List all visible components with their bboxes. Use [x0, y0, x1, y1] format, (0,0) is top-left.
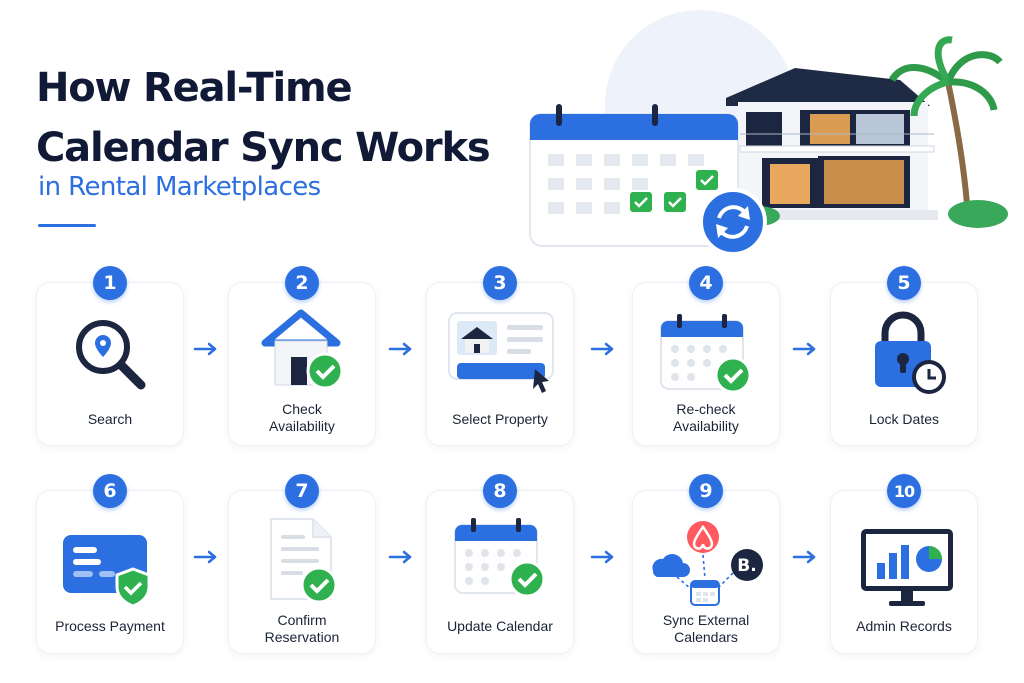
calendar-check-icon: [655, 311, 759, 406]
step-number-badge: 7: [285, 474, 319, 508]
title-underline: [38, 224, 96, 227]
step-label: Confirm Reservation: [264, 612, 340, 645]
step-card-8: Update Calendar: [426, 490, 574, 654]
large-calendar-icon: [529, 104, 739, 247]
step-card-9: B. Sync External Calendars: [632, 490, 780, 654]
external-platforms-sync-icon: B.: [647, 517, 767, 618]
arrow-right-icon: [590, 550, 614, 564]
step-number-badge: 4: [689, 266, 723, 300]
arrow-right-icon: [590, 342, 614, 356]
padlock-clock-icon: [857, 303, 953, 404]
step-number-badge: 10: [887, 474, 921, 508]
step-card-10: Admin Records: [830, 490, 978, 654]
step-number-badge: 2: [285, 266, 319, 300]
step-number-badge: 9: [689, 474, 723, 508]
monitor-chart-icon: [855, 521, 959, 616]
house-check-icon: [253, 305, 353, 400]
step-label: Re-check Availability: [673, 401, 739, 434]
calendar-check-marks: [630, 170, 718, 212]
page-title: How Real-Time Calendar Sync Works: [36, 58, 491, 178]
step-card-3: Select Property: [426, 282, 574, 446]
page-subtitle: in Rental Marketplaces: [38, 172, 321, 202]
step-card-7: Confirm Reservation: [228, 490, 376, 654]
step-label: Sync External Calendars: [662, 612, 750, 645]
arrow-right-icon: [388, 342, 412, 356]
step-label: Select Property: [452, 411, 548, 427]
hero-illustration: [529, 10, 1008, 256]
step-number-badge: 1: [93, 266, 127, 300]
calendar-check-icon: [449, 515, 553, 610]
step-number-badge: 3: [483, 266, 517, 300]
sync-icon: [699, 188, 767, 256]
step-card-6: Process Payment: [36, 490, 184, 654]
credit-card-shield-icon: [55, 521, 159, 616]
step-label: Check Availability: [269, 401, 335, 434]
title-line-2: Calendar Sync Works: [36, 125, 491, 171]
step-label: Search: [87, 411, 133, 427]
arrow-right-icon: [193, 550, 217, 564]
booking-letter: B.: [737, 556, 756, 576]
step-card-2: Check Availability: [228, 282, 376, 446]
house-icon: [726, 68, 938, 220]
step-number-badge: 6: [93, 474, 127, 508]
document-check-icon: [257, 513, 349, 614]
step-card-1: Search: [36, 282, 184, 446]
step-card-4: Re-check Availability: [632, 282, 780, 446]
step-label: Update Calendar: [447, 618, 553, 634]
magnifier-location-icon: [67, 309, 157, 404]
step-label: Process Payment: [55, 618, 165, 634]
arrow-right-icon: [792, 550, 816, 564]
step-number-badge: 5: [887, 266, 921, 300]
step-label: Lock Dates: [868, 411, 940, 427]
arrow-right-icon: [792, 342, 816, 356]
arrow-right-icon: [388, 550, 412, 564]
property-listing-cursor-icon: [445, 309, 557, 406]
step-card-5: Lock Dates: [830, 282, 978, 446]
step-number-badge: 8: [483, 474, 517, 508]
arrow-right-icon: [193, 342, 217, 356]
title-line-1: How Real-Time: [36, 65, 353, 111]
step-label: Admin Records: [856, 618, 952, 634]
